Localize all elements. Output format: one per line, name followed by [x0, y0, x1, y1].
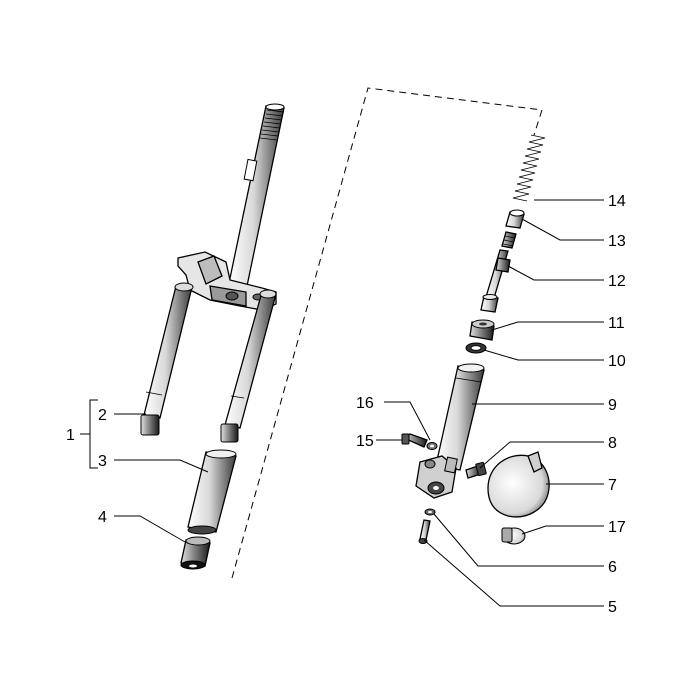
damper-rod — [480, 231, 517, 313]
callout-13: 13 — [608, 233, 626, 250]
callout-17: 17 — [608, 519, 626, 536]
fork-tube-left — [140, 282, 194, 436]
fork-shock-body — [187, 449, 237, 535]
bolt-5 — [418, 519, 431, 544]
assembly-dash-line — [231, 87, 543, 579]
callout-12: 12 — [608, 273, 626, 290]
callout-9: 9 — [608, 397, 617, 414]
bracket-1 — [89, 399, 98, 469]
callout-2: 2 — [98, 407, 107, 424]
damper-lower-mount — [415, 455, 458, 499]
callout-16: 16 — [356, 395, 374, 412]
bearing-ring — [465, 342, 487, 354]
callout-7: 7 — [608, 477, 617, 494]
callout-11: 11 — [608, 315, 625, 332]
spring — [512, 134, 546, 202]
callout-6: 6 — [608, 559, 617, 576]
cover-cap — [487, 451, 550, 518]
screw-8 — [465, 461, 487, 479]
bolt-15 — [401, 433, 428, 448]
steering-tube — [228, 103, 285, 287]
washer-16 — [426, 442, 438, 450]
callout-3: 3 — [98, 453, 107, 470]
callout-1: 1 — [66, 427, 75, 444]
damper-assembly — [401, 134, 550, 545]
bump-stop — [505, 209, 525, 229]
callout-5: 5 — [608, 599, 617, 616]
callout-10: 10 — [608, 353, 626, 370]
fork-end-cap — [180, 536, 211, 570]
front-fork-assembly — [140, 103, 285, 570]
callout-15: 15 — [356, 433, 374, 450]
leader-lines — [80, 199, 604, 607]
callout-labels: 1 2 3 4 5 6 7 8 9 10 11 12 13 14 15 16 1… — [66, 193, 626, 616]
callout-14: 14 — [608, 193, 626, 210]
plug-17 — [501, 527, 526, 545]
callout-8: 8 — [608, 435, 617, 452]
callout-4: 4 — [98, 509, 107, 526]
fork-tube-right — [220, 289, 277, 443]
washer-6 — [424, 508, 436, 516]
damper-body — [435, 363, 485, 471]
rubber-bushing — [469, 319, 495, 341]
